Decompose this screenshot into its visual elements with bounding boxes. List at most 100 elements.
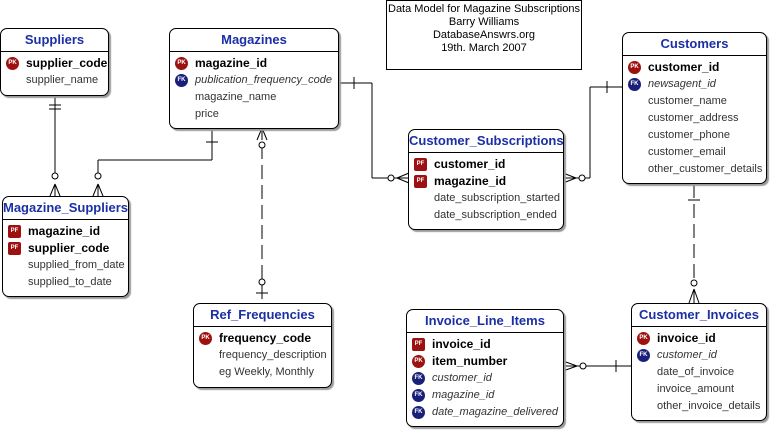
- note-title: Data Model for Magazine Subscriptions: [388, 3, 580, 15]
- field-name: frequency_description: [219, 349, 327, 361]
- entity-field: customer_phone: [623, 127, 766, 144]
- note-date: 19th. March 2007: [441, 42, 527, 54]
- field-name: supplier_name: [26, 74, 99, 86]
- primary-foreign-key-icon: PF: [8, 242, 21, 255]
- entity-field: magazine_name: [170, 89, 338, 106]
- entity-title: Ref_Frequencies: [194, 304, 331, 327]
- field-name: newsagent_id: [648, 78, 716, 90]
- field-name: magazine_id: [195, 56, 268, 70]
- entity-field: date_subscription_started: [409, 190, 563, 207]
- diagram-note: Data Model for Magazine Subscriptions Ba…: [386, 0, 582, 70]
- field-name: date_of_invoice: [657, 366, 735, 378]
- primary-foreign-key-icon: PF: [414, 175, 427, 188]
- entity-field: FK date_magazine_delivered: [407, 404, 563, 421]
- field-name: other_invoice_details: [657, 400, 761, 412]
- entity-field: PK magazine_id: [170, 55, 338, 72]
- primary-key-icon: PK: [637, 332, 650, 345]
- field-name: invoice_id: [657, 331, 716, 345]
- entity-field: PK item_number: [407, 353, 563, 370]
- entity-field: other_invoice_details: [632, 398, 766, 415]
- entity-title: Customer_Subscriptions: [409, 130, 564, 153]
- field-name: supplied_to_date: [28, 276, 112, 288]
- field-name: magazine_id: [434, 174, 507, 188]
- foreign-key-icon: FK: [628, 78, 641, 91]
- entity-title: Suppliers: [1, 29, 108, 52]
- entity-field: frequency_description: [194, 347, 331, 364]
- field-name: invoice_id: [432, 337, 491, 351]
- rel-ref-frequencies-magazines: [256, 127, 268, 303]
- entity-field: PK invoice_id: [632, 330, 766, 347]
- field-name: invoice_amount: [657, 383, 735, 395]
- primary-key-icon: PK: [175, 57, 188, 70]
- entity-field: customer_name: [623, 93, 766, 110]
- entity-title: Customer_Invoices: [632, 304, 766, 327]
- entity-field: PF magazine_id: [409, 173, 563, 190]
- field-name: supplied_from_date: [28, 259, 125, 271]
- entity-field: supplied_from_date: [3, 257, 128, 274]
- field-name: publication_frequency_code: [195, 74, 332, 86]
- entity-field: PF supplier_code: [3, 240, 128, 257]
- field-name: eg Weekly, Monthly: [219, 366, 314, 378]
- field-name: item_number: [432, 354, 508, 368]
- primary-foreign-key-icon: PF: [414, 158, 427, 171]
- field-name: customer_phone: [648, 129, 730, 141]
- foreign-key-icon: FK: [412, 389, 425, 402]
- entity-title: Magazine_Suppliers: [3, 197, 128, 220]
- entity-field: FK customer_id: [632, 347, 766, 364]
- entity-field: other_customer_details: [623, 161, 766, 178]
- field-name: customer_id: [657, 349, 717, 361]
- primary-foreign-key-icon: PF: [8, 225, 21, 238]
- field-name: customer_id: [648, 60, 720, 74]
- primary-foreign-key-icon: PF: [412, 338, 425, 351]
- field-name: customer_id: [434, 157, 506, 171]
- field-name: date_subscription_started: [434, 192, 560, 204]
- note-site: DatabaseAnswrs.org: [432, 29, 536, 41]
- rel-customers-customer-invoices: [688, 184, 700, 304]
- field-name: supplier_code: [28, 241, 110, 255]
- entity-field: FK newsagent_id: [623, 76, 766, 93]
- entity-field: PF invoice_id: [407, 336, 563, 353]
- entity-title: Customers: [623, 33, 766, 56]
- foreign-key-icon: FK: [412, 406, 425, 419]
- entity-field: price: [170, 106, 338, 123]
- field-name: magazine_id: [432, 389, 495, 401]
- field-name: magazine_name: [195, 91, 277, 103]
- primary-key-icon: PK: [199, 332, 212, 345]
- rel-suppliers-magazine-suppliers: [49, 95, 61, 197]
- entity-field: FK magazine_id: [407, 387, 563, 404]
- entity-field: supplier_name: [1, 72, 108, 89]
- primary-key-icon: PK: [6, 57, 19, 70]
- foreign-key-icon: FK: [412, 372, 425, 385]
- field-name: price: [195, 108, 219, 120]
- foreign-key-icon: FK: [637, 349, 650, 362]
- field-name: customer_email: [648, 146, 726, 158]
- field-name: magazine_id: [28, 224, 101, 238]
- entity-field: customer_email: [623, 144, 766, 161]
- field-name: date_magazine_delivered: [432, 406, 558, 418]
- entity-title: Invoice_Line_Items: [407, 310, 563, 333]
- field-name: other_customer_details: [648, 163, 763, 175]
- primary-key-icon: PK: [412, 355, 425, 368]
- rel-magazines-customer-subscriptions: [338, 77, 410, 184]
- field-name: customer_name: [648, 95, 727, 107]
- rel-magazines-magazine-suppliers: [92, 128, 218, 197]
